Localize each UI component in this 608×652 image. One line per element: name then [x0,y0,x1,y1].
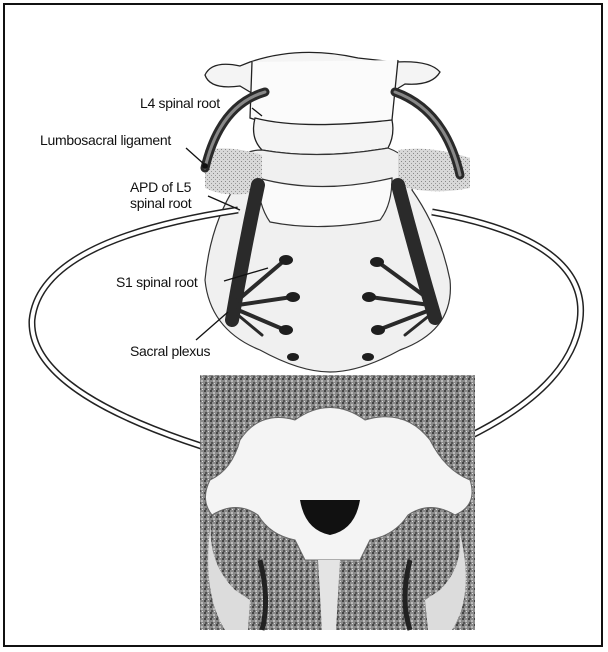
ct-scan-image [200,375,475,630]
label-lumbosacral-ligament: Lumbosacral ligament [40,132,171,148]
label-apd-l5-line1: APD of L5 [130,179,192,195]
label-s1-spinal-root: S1 spinal root [116,274,198,290]
label-sacral-plexus: Sacral plexus [130,343,210,359]
label-l4-spinal-root: L4 spinal root [140,95,220,111]
label-apd-l5-line2: spinal root [130,195,192,211]
